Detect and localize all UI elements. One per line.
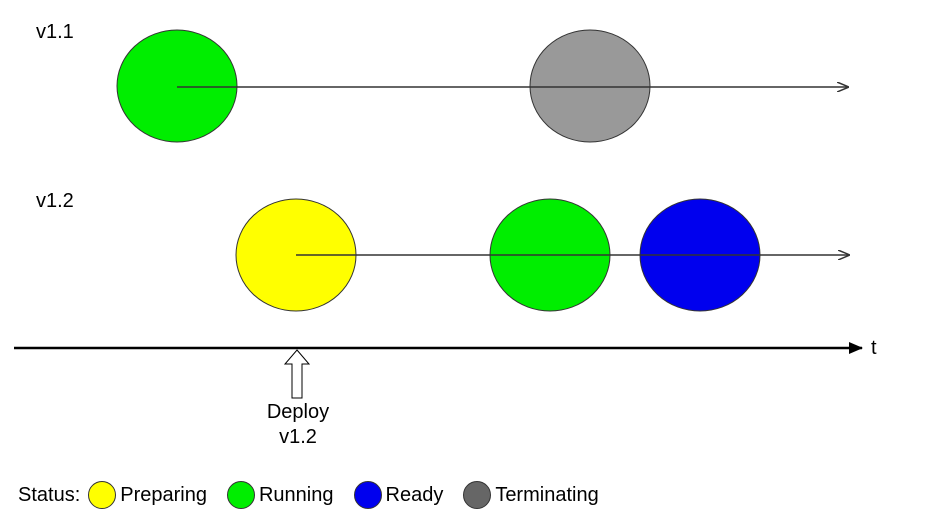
track-v1-2 bbox=[235, 198, 849, 312]
deploy-marker-line1: Deploy bbox=[266, 401, 330, 423]
legend-label-preparing: Preparing bbox=[120, 483, 207, 506]
legend-title: Status: bbox=[18, 483, 81, 506]
status-legend: Status: Preparing Running Ready Terminat… bbox=[18, 480, 619, 510]
legend-label-ready: Ready bbox=[385, 483, 444, 506]
legend-swatch-terminating bbox=[463, 481, 492, 509]
pod-v1-1-running-circle bbox=[116, 29, 238, 143]
deploy-marker-arrow bbox=[283, 349, 311, 399]
legend-label-running: Running bbox=[258, 483, 334, 506]
track-label-v1-1: v1.1 bbox=[36, 21, 74, 43]
legend-label-terminating: Terminating bbox=[495, 483, 599, 506]
legend-item-preparing: Preparing bbox=[88, 481, 207, 509]
legend-item-ready: Ready bbox=[353, 481, 444, 509]
track-v1-1 bbox=[116, 29, 848, 143]
legend-swatch-running bbox=[226, 481, 255, 509]
legend-item-running: Running bbox=[226, 481, 334, 509]
legend-item-terminating: Terminating bbox=[463, 481, 599, 509]
time-axis-label: t bbox=[871, 337, 877, 359]
track-label-v1-2: v1.2 bbox=[36, 190, 74, 212]
pod-v1-1-terminating-circle bbox=[529, 29, 651, 143]
deploy-marker-label: Deploy v1.2 bbox=[246, 400, 350, 450]
deploy-marker-line2: v1.2 bbox=[279, 426, 317, 448]
legend-swatch-ready bbox=[353, 481, 382, 509]
legend-swatch-preparing bbox=[88, 481, 117, 509]
